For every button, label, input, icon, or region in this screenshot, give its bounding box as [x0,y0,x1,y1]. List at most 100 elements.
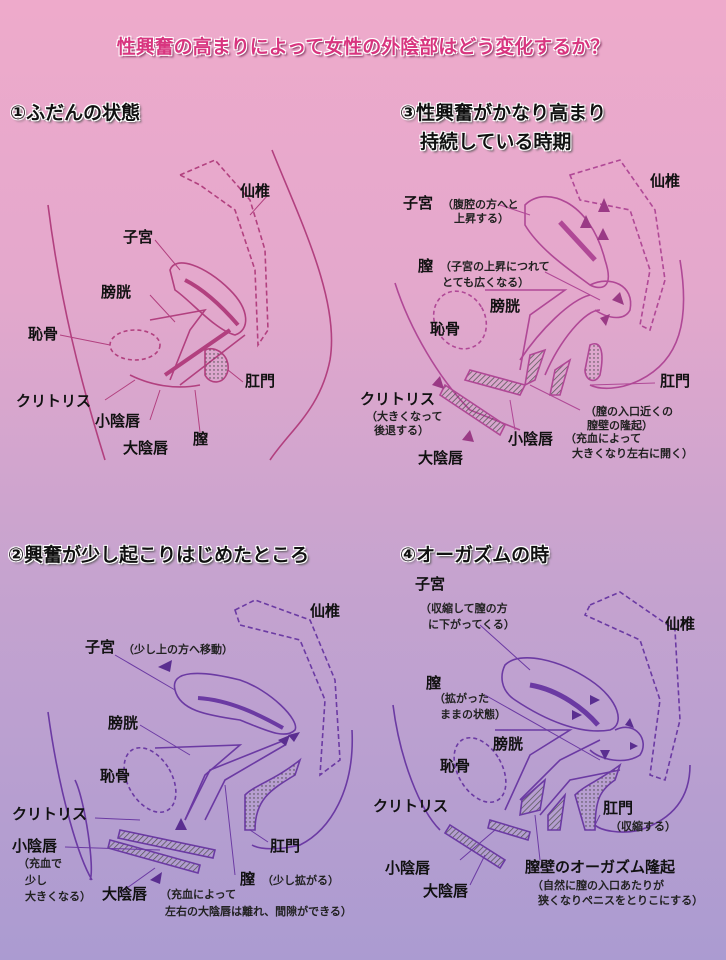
label-anus: 肛門 [603,799,634,817]
note-orgasmic-platform: 狭くなりペニスをとりこにする） [538,894,704,907]
label-clitoris: クリトリス [16,392,92,410]
label-clitoris: クリトリス [373,797,449,815]
label-sacrum: 仙椎 [310,602,341,620]
label-bladder: 膀胱 [493,735,524,753]
panel1-heading: ①ふだんの状態 [10,102,141,124]
pubis-dashed [453,736,507,804]
panel2-heading: ②興奮が少し起こりはじめたところ [8,544,310,566]
note-uterus: 上昇する） [454,212,509,225]
pubis-dashed [123,746,177,814]
note-vagina: とても広くなる） [442,276,530,289]
page-title: 性興奮の高まりによって女性の外陰部はどう変化するか？ [116,36,610,58]
label-uterus: 子宮 [403,194,434,212]
body-back-outline [589,259,685,390]
label-labia-majora: 大陰唇 [102,885,148,903]
label-sacrum: 仙椎 [650,172,681,190]
label-vagina: 膣 [418,257,434,275]
label-vagina: 膣 [193,430,209,448]
sacrum-dashed [568,159,666,332]
note-uterus: に下がってくる） [428,618,515,631]
panel4-drawing [392,591,691,886]
anus-stippled [574,762,622,831]
bladder-outline [149,308,207,381]
body-front-outline [47,711,93,881]
label-vagina: 膣 [426,674,442,692]
body-front-outline [47,204,106,461]
uterus-cavity [184,278,240,327]
note-labia-minora: （充血で [18,857,62,870]
label-sacrum: 仙椎 [240,182,271,200]
orgasmic-platform-hatched [519,777,567,831]
labia-minora-hatched [117,829,216,859]
label-labia-minora: 小陰唇 [12,837,58,855]
label-uterus: 子宮 [123,228,154,246]
leader-lines [64,654,269,894]
orgasmic-platform-hatched [523,348,572,396]
label-sacrum: 仙椎 [665,615,696,633]
pubis-dashed [432,290,488,350]
label-labia-minora: 小陰唇 [385,859,431,877]
label-pubis: 恥骨 [100,767,131,785]
note-vagina: （拡がった [434,692,489,705]
note-labia-majora: 左右の大陰唇は離れ、間隙ができる） [165,905,352,918]
label-labia-majora: 大陰唇 [418,449,464,467]
panel2-drawing [47,599,353,894]
uterus-outline [501,657,619,732]
panel3-heading-line2: 持続している時期 [420,131,572,153]
anus-stippled [584,343,603,382]
note-vaginal-wall: 膣壁の隆起） [587,419,653,432]
sacrum-dashed [178,159,269,348]
sacrum-dashed [234,599,341,777]
label-clitoris: クリトリス [12,805,88,823]
label-vagina: 膣 [240,870,256,888]
labia-majora-hatched [438,383,507,437]
note-vagina: （少し拡がる） [262,874,339,887]
bladder-outline [485,289,568,371]
uterus-outline [173,672,297,735]
body-back-outline [251,729,353,850]
vagina-outline [184,739,286,821]
vagina-outline [163,328,232,377]
body-back-outline [269,149,333,461]
note-labia-minora: 大きくなる） [25,890,91,903]
note-clitoris: （大きくなって [366,410,443,423]
labia-minora-hatched [487,818,531,842]
labia-minora-hatched [463,369,527,396]
pubis-dashed [109,329,161,361]
label-bladder: 膀胱 [101,283,132,301]
uterus-cavity [558,220,597,262]
leader-lines [59,194,269,433]
note-vagina: （子宮の上昇につれて [440,260,550,273]
panel1-drawing [47,149,333,461]
panel3-arrows [432,198,624,442]
uterus-cavity [529,682,600,727]
note-labia-majora: （充血によって [160,888,237,901]
anus-stippled [244,757,302,831]
label-pubis: 恥骨 [28,325,59,343]
uterus-cavity [197,696,284,730]
note-uterus: （腹腔の方へと [442,198,519,211]
label-pubis: 恥骨 [430,320,461,338]
label-orgasmic-platform: 膣壁のオーガズム隆起 [525,858,676,876]
body-back-outline [594,764,691,833]
vagina-outline [519,726,644,816]
bladder-outline [154,744,243,821]
note-labia-minora: （充血によって [565,432,642,445]
note-labia-minora: 少し [25,874,47,887]
note-vaginal-wall: （膣の入口近くの [585,405,673,418]
label-anus: 肛門 [245,372,276,390]
panel4-heading: ④オーガズムの時 [400,544,550,566]
label-labia-minora: 小陰唇 [508,430,554,448]
bladder-outline [495,729,573,811]
label-anus: 肛門 [270,837,301,855]
note-orgasmic-platform: （自然に膣の入口あたりが [532,879,664,892]
leader-lines [499,204,656,431]
note-clitoris: 後退する） [374,424,429,437]
panel2-arrows [150,660,300,884]
label-labia-majora: 大陰唇 [123,439,169,457]
label-uterus: 子宮 [85,638,116,656]
note-uterus: （収縮して膣の方 [420,602,508,615]
note-vagina: ままの状態） [440,708,506,721]
note-anus: （収縮する） [610,820,676,833]
